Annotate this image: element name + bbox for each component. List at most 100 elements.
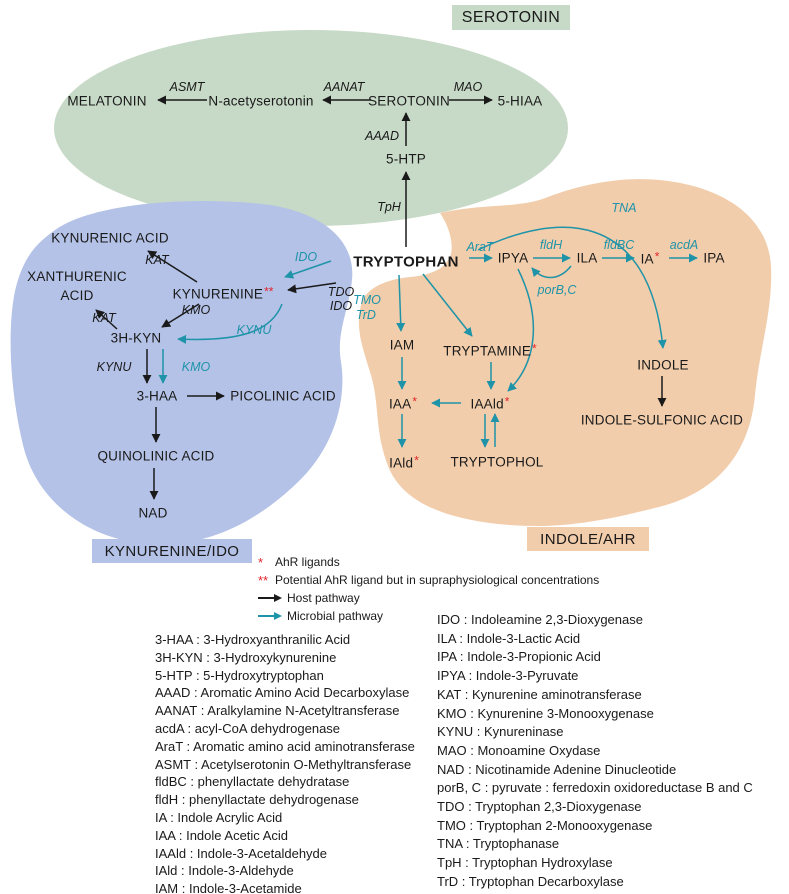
- abbreviation-definition: Indole-3-Aldehyde: [188, 863, 294, 879]
- node-3-haa: 3-HAA: [137, 389, 178, 404]
- abbreviation-definition: acyl-CoA dehydrogenase: [194, 720, 341, 736]
- abbreviation-term: IA: [155, 809, 167, 825]
- arrow-tryptophan-to-indole-tna: [477, 226, 667, 349]
- node-label: IAld: [389, 455, 414, 471]
- abbreviation-definition: Tryptophanase: [472, 836, 560, 852]
- enzyme-fldh: fldH: [539, 238, 563, 252]
- abbreviation-definition: Indole Acrylic Acid: [177, 809, 283, 825]
- abbreviation-item: AAAD : Aromatic Amino Acid Decarboxylase: [155, 684, 415, 702]
- enzyme-kat-lower: KAT: [92, 311, 116, 325]
- legend-label: Potential AhR ligand but in supraphysiol…: [275, 573, 600, 587]
- abbreviation-separator: :: [466, 705, 478, 721]
- node-label: IAM: [389, 337, 415, 353]
- ahr-ligand-mark: *: [504, 394, 510, 409]
- enzyme-acda: acdA: [669, 238, 699, 252]
- node-ipya: IPYA: [498, 251, 529, 266]
- node-xanthurenic-acid: XANTHURENIC ACID: [27, 268, 127, 306]
- abbreviation-definition: phenyllactate dehydrogenase: [188, 792, 359, 808]
- abbreviation-term: 5-HTP: [155, 667, 193, 683]
- host-pathway-arrows: [95, 95, 667, 500]
- abbreviation-item: IPA : Indole-3-Propionic Acid: [437, 648, 753, 667]
- node-label: MELATONIN: [67, 93, 147, 109]
- abbreviation-separator: :: [473, 724, 484, 740]
- abbreviation-item: ILA : Indole-3-Lactic Acid: [437, 630, 753, 649]
- abbreviation-definition: Kynureninase: [483, 724, 564, 740]
- node-label: NAD: [138, 505, 168, 521]
- arrow-ila-to-ipya-porbc: [531, 265, 572, 279]
- node-melatonin: MELATONIN: [67, 94, 146, 109]
- node-3h-kyn: 3H-KYN: [111, 331, 162, 346]
- enzyme-aaad: AAAD: [364, 129, 400, 143]
- abbreviation-separator: :: [175, 827, 187, 843]
- abbreviation-term: KYNU: [437, 724, 474, 740]
- abbreviation-separator: :: [186, 845, 197, 861]
- abbreviation-definition: Kynurenine aminotransferase: [471, 686, 642, 702]
- ahr-ligand-mark: **: [264, 284, 274, 299]
- enzyme-asmt: ASMT: [169, 80, 205, 94]
- abbreviation-item: 3-HAA : 3-Hydroxyanthranilic Acid: [155, 631, 415, 649]
- enzyme-aanat: AANAT: [323, 80, 365, 94]
- node-serotonin: SEROTONIN: [368, 94, 450, 109]
- abbreviation-item: IAld : Indole-3-Aldehyde: [155, 862, 415, 880]
- abbreviation-term: porB, C: [437, 780, 482, 796]
- legend: * AhR ligands ** Potential AhR ligand bu…: [258, 553, 599, 625]
- abbreviation-item: acdA : acyl-CoA dehydrogenase: [155, 720, 415, 738]
- abbreviation-separator: :: [466, 742, 478, 758]
- abbreviation-item: AraT : Aromatic amino acid aminotransfer…: [155, 738, 415, 756]
- node-ia: IA*: [641, 250, 660, 267]
- arrow-kynurenine-to-3hkyn-kynu: [177, 303, 283, 344]
- ahr-ligand-mark: *: [654, 249, 660, 264]
- abbreviation-term: ASMT: [155, 756, 191, 772]
- abbreviation-definition: phenyllactate dehydratase: [197, 774, 350, 790]
- node-label: ILA: [576, 250, 598, 266]
- abbreviation-item: TpH : Tryptophan Hydroxylase: [437, 854, 753, 873]
- node-kynurenine: KYNURENINE**: [173, 285, 274, 302]
- arrow-3hkyn-to-xanthurenic-acid: [95, 309, 118, 330]
- arrow-tryptophan-to-kynurenine-host: [287, 282, 337, 294]
- arrow-tryptophan-to-iam: [396, 274, 406, 332]
- enzyme-trd: TrD: [356, 308, 376, 322]
- node-iam: IAM: [390, 338, 415, 353]
- abbreviation-definition: Aralkylamine N-Acetyltransferase: [207, 703, 400, 719]
- enzyme-ido-host: IDO: [329, 299, 353, 313]
- abbreviation-definition: Indole-3-Propionic Acid: [467, 649, 601, 665]
- abbreviation-item: 3H-KYN : 3-Hydroxykynurenine: [155, 649, 415, 667]
- enzyme-kynu-microbial: KYNU: [236, 323, 272, 337]
- abbreviation-definition: Tryptophan Hydroxylase: [472, 855, 613, 871]
- abbreviation-separator: :: [460, 612, 471, 627]
- abbreviation-definition: Indole-3-Lactic Acid: [466, 630, 581, 646]
- double-asterisk-mark: **: [258, 572, 269, 588]
- node-label: IAAld: [470, 396, 504, 412]
- abbreviation-term: IAM: [155, 881, 179, 894]
- abbreviation-separator: :: [177, 863, 189, 879]
- node-label: QUINOLINIC ACID: [97, 448, 215, 464]
- enzyme-arat: AraT: [466, 240, 494, 254]
- node-kynurenic-acid: KYNURENIC ACID: [51, 231, 169, 246]
- legend-potential-ahr-ligand: ** Potential AhR ligand but in supraphys…: [258, 571, 599, 589]
- single-asterisk-mark: *: [258, 554, 264, 570]
- enzyme-kmo-microbial: KMO: [181, 360, 211, 374]
- abbreviation-term: TMO: [437, 817, 466, 833]
- abbreviation-definition: Indole-3-Acetaldehyde: [196, 845, 328, 861]
- abbreviation-item: IAA : Indole Acetic Acid: [155, 827, 415, 845]
- node-tryptophol: TRYPTOPHOL: [450, 455, 543, 470]
- abbreviation-definition: Nicotinamide Adenine Dinucleotide: [475, 761, 677, 777]
- enzyme-kat-upper: KAT: [145, 253, 169, 267]
- abbreviation-separator: :: [192, 667, 204, 683]
- abbreviation-separator: :: [464, 761, 476, 777]
- abbreviation-separator: :: [458, 873, 469, 889]
- abbreviation-term: TpH: [437, 855, 462, 871]
- abbreviation-term: fldBC: [155, 774, 187, 790]
- indole-region: [358, 179, 772, 527]
- abbreviation-definition: Aromatic amino acid aminotransferase: [193, 738, 415, 754]
- abbreviation-term: IPA: [437, 649, 457, 665]
- abbreviation-item: IDO : Indoleamine 2,3-Dioxygenase: [437, 611, 753, 630]
- node-n-acetyserotonin: N-acetyserotonin: [208, 94, 313, 109]
- node-ila: ILA: [577, 251, 598, 266]
- abbreviation-definition: Indoleamine 2,3-Dioxygenase: [470, 612, 643, 627]
- arrow-tryptophan-to-tryptamine: [422, 273, 473, 337]
- abbreviation-definition: Tryptophan Decarboxylase: [468, 873, 624, 889]
- abbreviation-term: acdA: [155, 720, 184, 736]
- node-tryptophan: TRYPTOPHAN: [353, 254, 459, 271]
